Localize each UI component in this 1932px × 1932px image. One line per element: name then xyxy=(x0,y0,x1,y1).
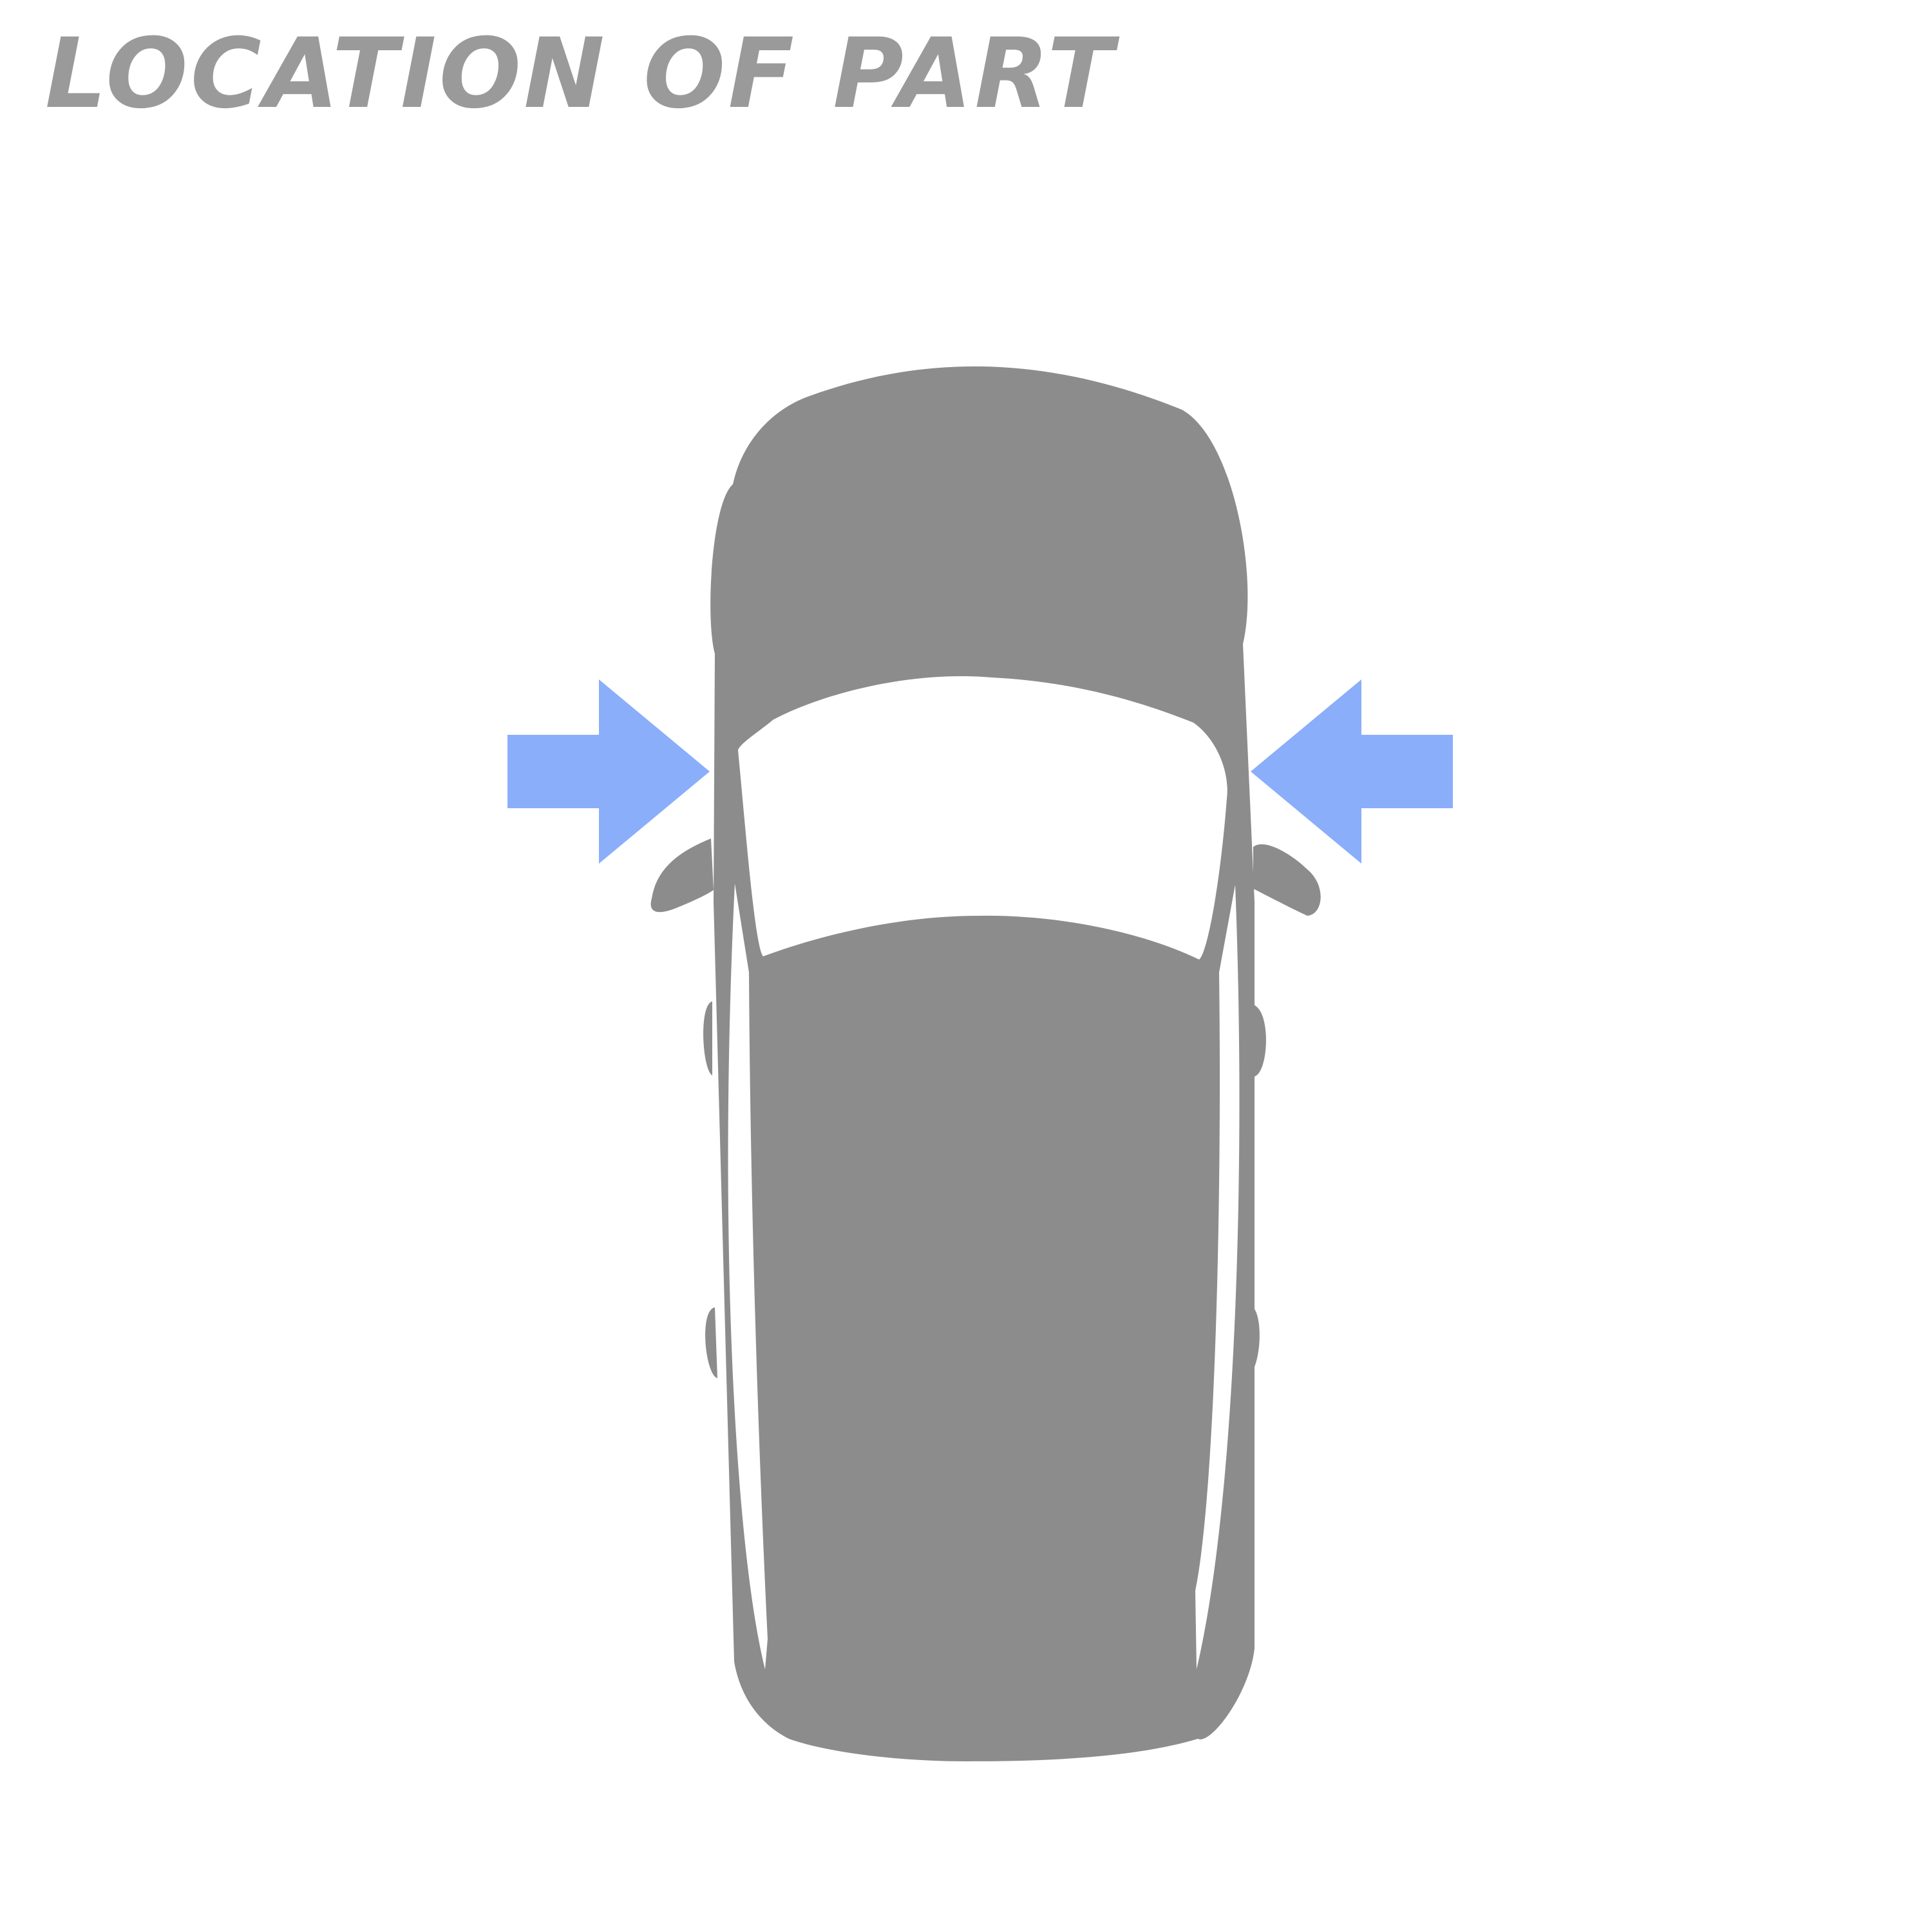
left-side-window xyxy=(728,884,768,1669)
right-front-bulge xyxy=(1253,1005,1266,1077)
page-title: LOCATION OF PART xyxy=(45,18,1116,130)
right-rear-bulge xyxy=(1247,1304,1260,1377)
right-mirror xyxy=(1253,844,1321,916)
left-rear-bulge xyxy=(705,1307,717,1378)
location-indicators xyxy=(507,679,1453,864)
windshield xyxy=(738,676,1227,960)
arrow-right-icon xyxy=(507,679,710,864)
left-mirror xyxy=(650,838,714,913)
vehicle-top-view xyxy=(650,366,1321,1762)
left-front-bulge xyxy=(703,1001,712,1075)
right-side-window xyxy=(1195,885,1240,1669)
vehicle-body xyxy=(710,366,1255,1762)
arrow-left-icon xyxy=(1251,679,1453,864)
